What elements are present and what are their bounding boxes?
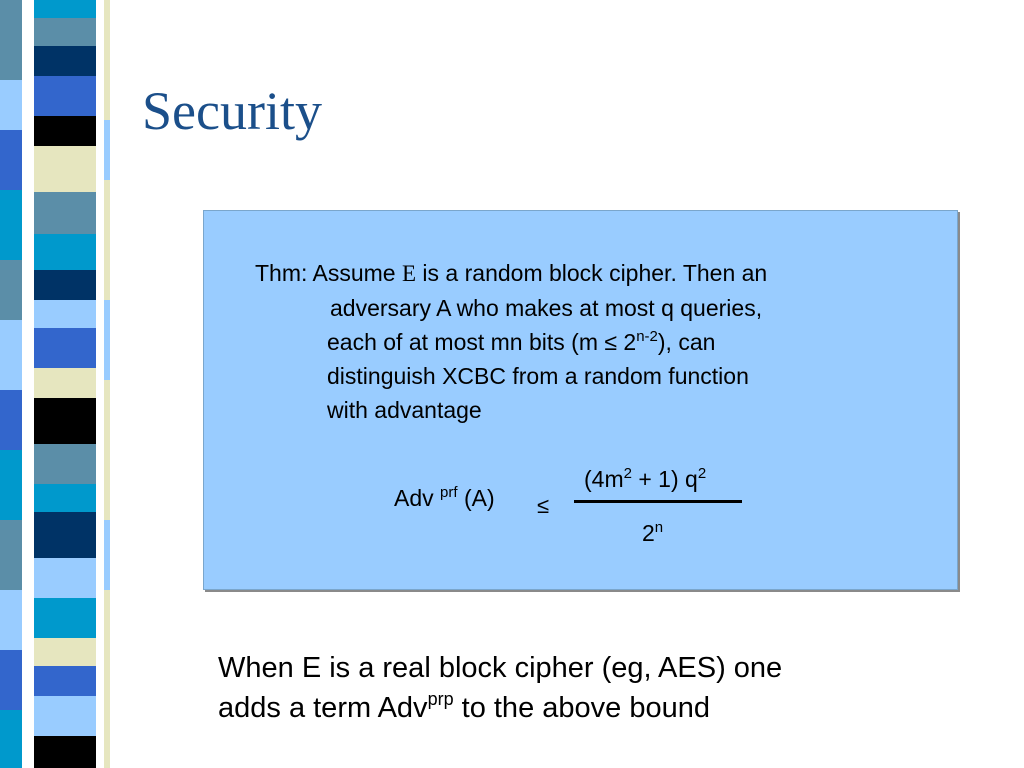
formula-relation: ≤ xyxy=(537,493,550,518)
theorem-line-4: distinguish XCBC from a random function xyxy=(327,363,749,389)
theorem-line-1: Thm: Assume E is a random block cipher. … xyxy=(255,260,768,286)
theorem-line-3: each of at most mn bits (m ≤ 2n-2), can xyxy=(327,328,716,355)
fraction-bar xyxy=(574,500,742,503)
theorem-line-2: adversary A who makes at most q queries, xyxy=(330,295,763,321)
formula-numerator: (4m2 + 1) q2 xyxy=(584,465,707,492)
theorem-text: Thm: Assume E is a random block cipher. … xyxy=(255,256,935,427)
note-text: When E is a real block cipher (eg, AES) … xyxy=(218,648,978,728)
decorative-stripe xyxy=(0,0,110,768)
formula-lhs: Adv prf (A) xyxy=(394,484,495,511)
formula-denominator: 2n xyxy=(642,519,664,546)
slide-title: Security xyxy=(142,81,322,141)
theorem-line-5: with advantage xyxy=(327,397,482,423)
cipher-symbol: E xyxy=(401,261,417,286)
note-line-2: adds a term Advprp to the above bound xyxy=(218,689,710,724)
theorem-box xyxy=(203,210,958,590)
note-line-1: When E is a real block cipher (eg, AES) … xyxy=(218,652,783,684)
